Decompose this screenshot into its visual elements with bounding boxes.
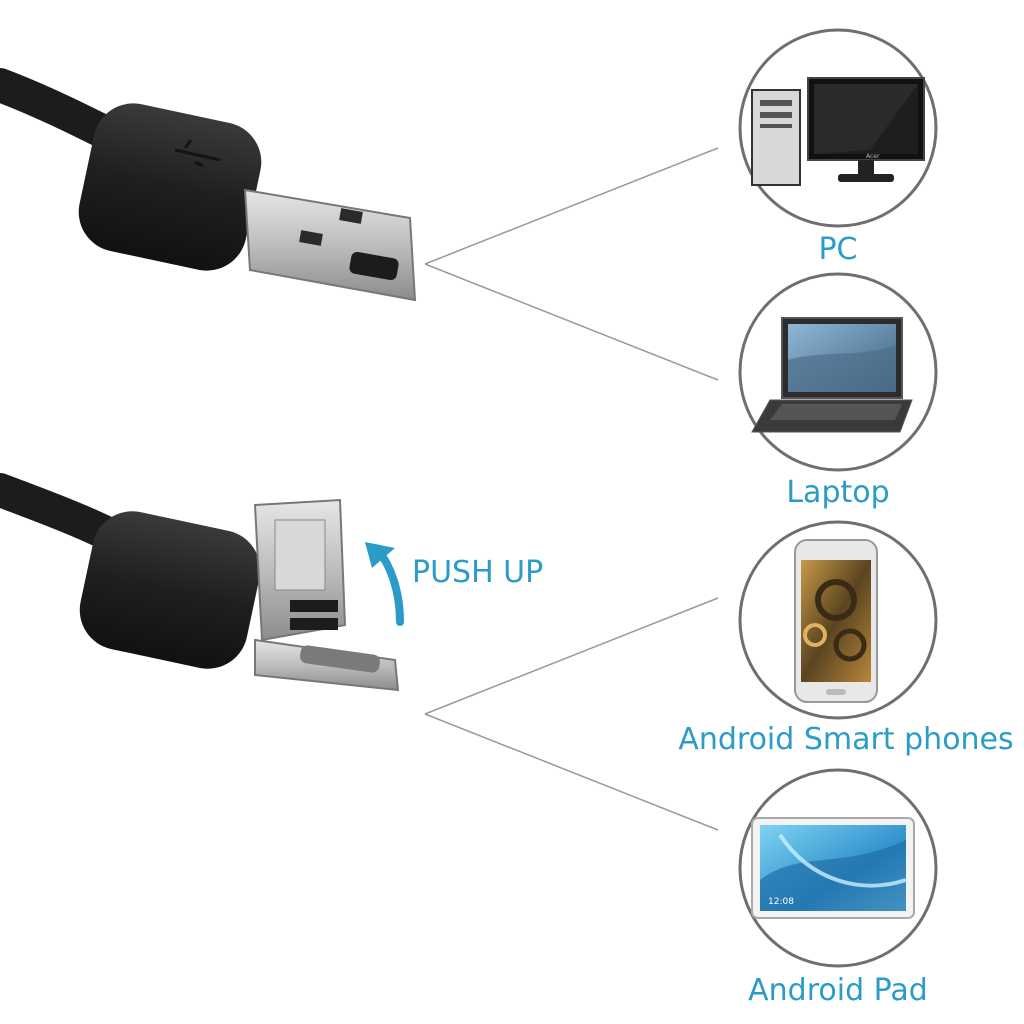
usb-connector-top: [0, 68, 417, 302]
usb-plug-body: [78, 103, 262, 271]
laptop-label: Laptop: [786, 475, 890, 510]
usb-symbol-icon: [174, 139, 221, 168]
android-phone-label: Android Smart phones: [678, 722, 1014, 757]
tablet-clock: 12:08: [768, 897, 794, 907]
usb-connector-bottom: [0, 473, 400, 692]
usb-plug-body-2: [79, 511, 261, 669]
push-up-label: PUSH UP: [412, 555, 544, 590]
push-up-arrow-icon: [374, 546, 404, 626]
android-pad-device: [738, 768, 938, 968]
usb-metal-shell: [243, 188, 417, 302]
laptop-device: [738, 272, 938, 472]
connector-lines: [424, 147, 719, 831]
android-pad-label: Android Pad: [748, 973, 928, 1008]
pc-device: Acer: [738, 28, 938, 228]
pc-label: PC: [818, 232, 858, 267]
android-phone-device: [738, 520, 938, 720]
monitor-brand: Acer: [866, 153, 880, 160]
